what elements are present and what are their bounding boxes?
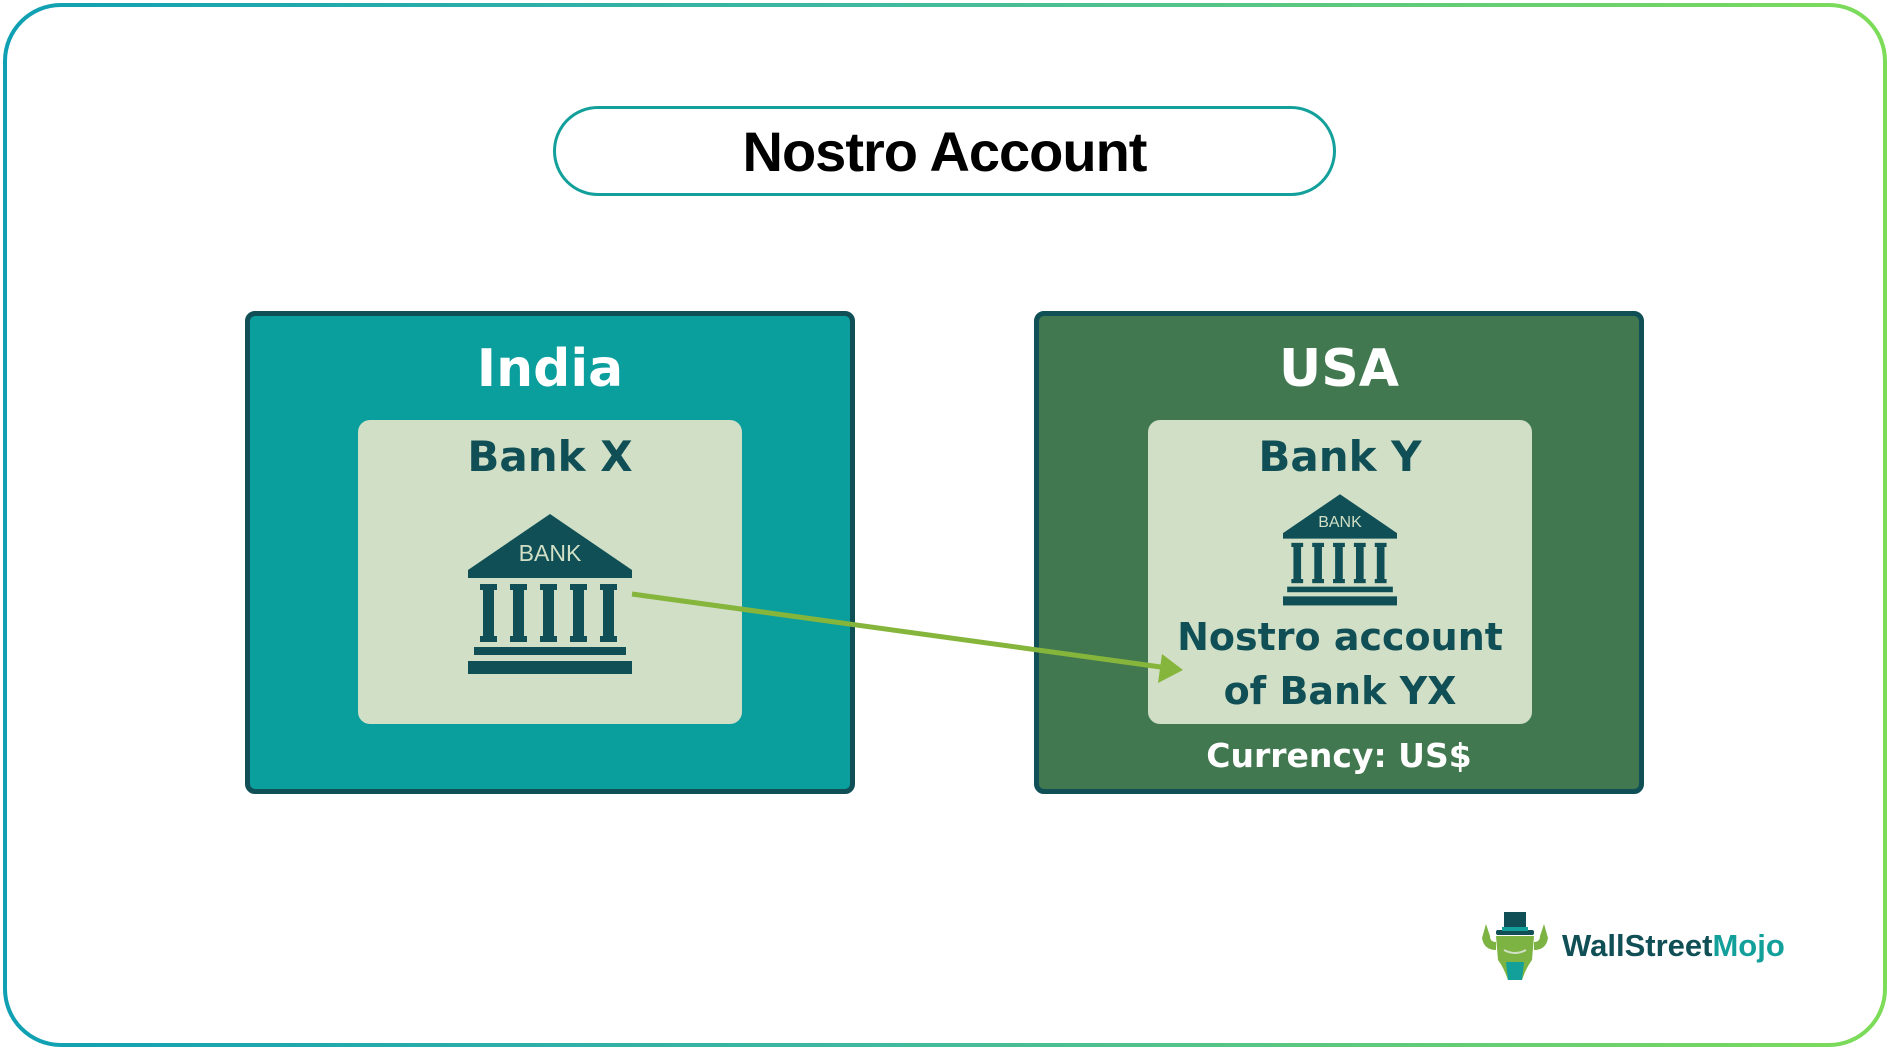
svg-text:BANK: BANK	[519, 540, 582, 566]
bank-building-icon: BANK	[468, 514, 632, 674]
wallstreetmojo-logo: WallStreetMojo	[1480, 908, 1785, 984]
logo-text: WallStreetMojo	[1562, 928, 1785, 963]
svg-text:BANK: BANK	[1318, 514, 1362, 531]
bank-building-icon: BANK	[1283, 494, 1397, 606]
bank-card-x: Bank X BANK	[358, 420, 742, 724]
bank-name-y: Bank Y	[1258, 432, 1422, 481]
title-pill: Nostro Account	[553, 106, 1336, 196]
page-title: Nostro Account	[742, 119, 1148, 183]
nostro-account-label: Nostro account of Bank YX	[1177, 615, 1503, 713]
country-title-india: India	[476, 339, 624, 399]
country-title-usa: USA	[1279, 339, 1399, 399]
bank-card-y: Bank Y BANK Nostro account of Bank YX	[1148, 420, 1532, 724]
country-box-usa: USA Bank Y BANK Nostro account of Bank Y…	[1034, 311, 1644, 794]
currency-label: Currency: US$	[1206, 736, 1472, 775]
bull-mascot-icon	[1482, 912, 1548, 980]
bank-name-x: Bank X	[467, 432, 633, 481]
country-box-india: India Bank X BANK	[245, 311, 855, 794]
